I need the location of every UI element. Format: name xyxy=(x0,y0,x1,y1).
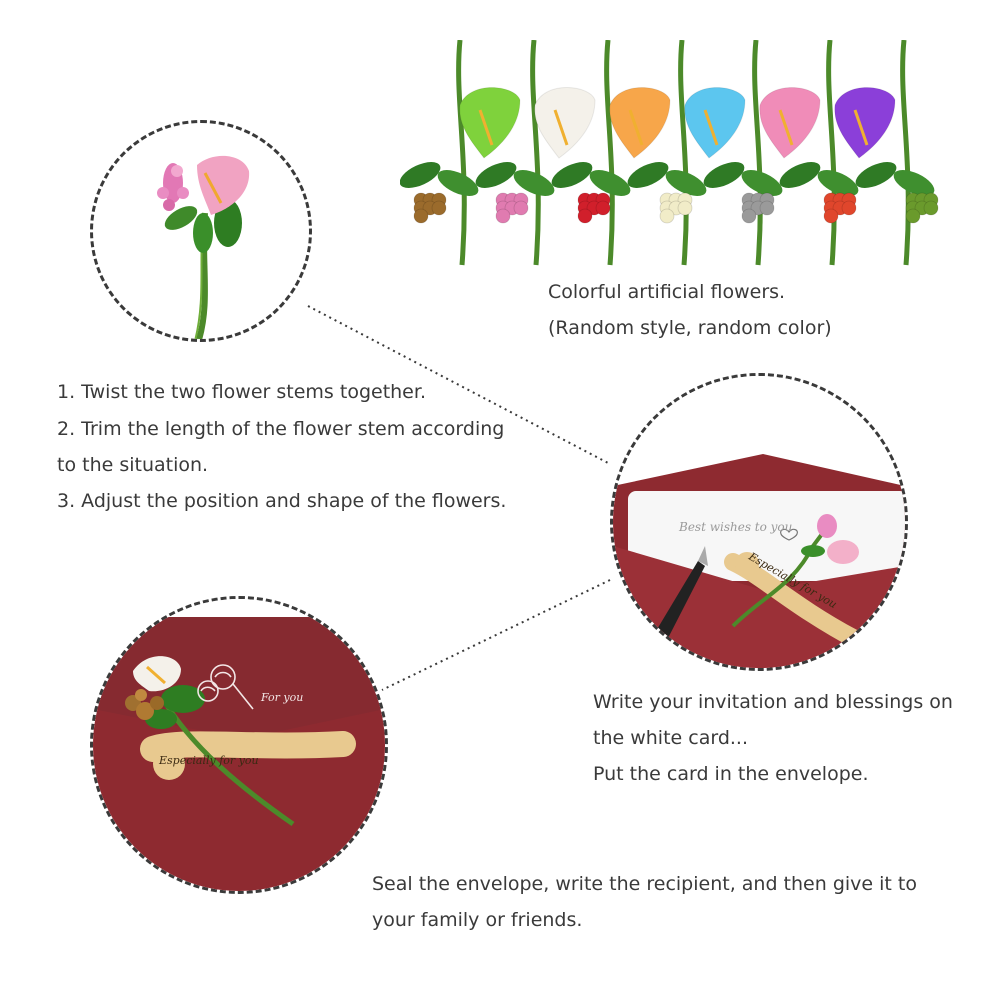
card-caption-line2: the white card... xyxy=(593,727,749,749)
card-caption-line1: Write your invitation and blessings on xyxy=(593,691,953,713)
calla-flower-2 xyxy=(534,87,596,159)
card-envelope-circle: Best wishes to you Especially for you xyxy=(610,373,908,671)
rose-emblem-icon xyxy=(197,664,254,710)
envelope-sticker-label: Especially for you xyxy=(159,754,259,767)
calla-flower-6 xyxy=(834,87,896,159)
flower-lineup-image xyxy=(400,40,960,270)
pen-icon xyxy=(653,561,705,644)
calla-flower-5 xyxy=(759,87,821,159)
flowers-caption-line1: Colorful artificial flowers. xyxy=(548,281,786,303)
step-2-text-continued: to the situation. xyxy=(57,454,209,476)
calla-flower-3 xyxy=(609,87,671,159)
step-1-text: 1. Twist the two flower stems together. xyxy=(57,381,426,403)
seal-caption-line2: your family or friends. xyxy=(372,909,583,931)
step-3-text: 3. Adjust the position and shape of the … xyxy=(57,490,507,512)
flowers-caption-line2: (Random style, random color) xyxy=(548,317,832,339)
card-caption-line3: Put the card in the envelope. xyxy=(593,763,869,785)
step-2-text: 2. Trim the length of the flower stem ac… xyxy=(57,418,505,440)
envelope-for-you-text: For you xyxy=(261,691,304,704)
calla-flower-4 xyxy=(684,87,746,159)
sealed-envelope-circle: For you Especially for you xyxy=(90,596,388,894)
seal-caption-line1: Seal the envelope, write the recipient, … xyxy=(372,873,917,895)
calla-flower-1 xyxy=(459,87,521,159)
card-greeting-text: Best wishes to you xyxy=(679,520,793,534)
heart-outline-icon xyxy=(780,528,798,541)
twisted-flower-circle xyxy=(90,120,312,342)
